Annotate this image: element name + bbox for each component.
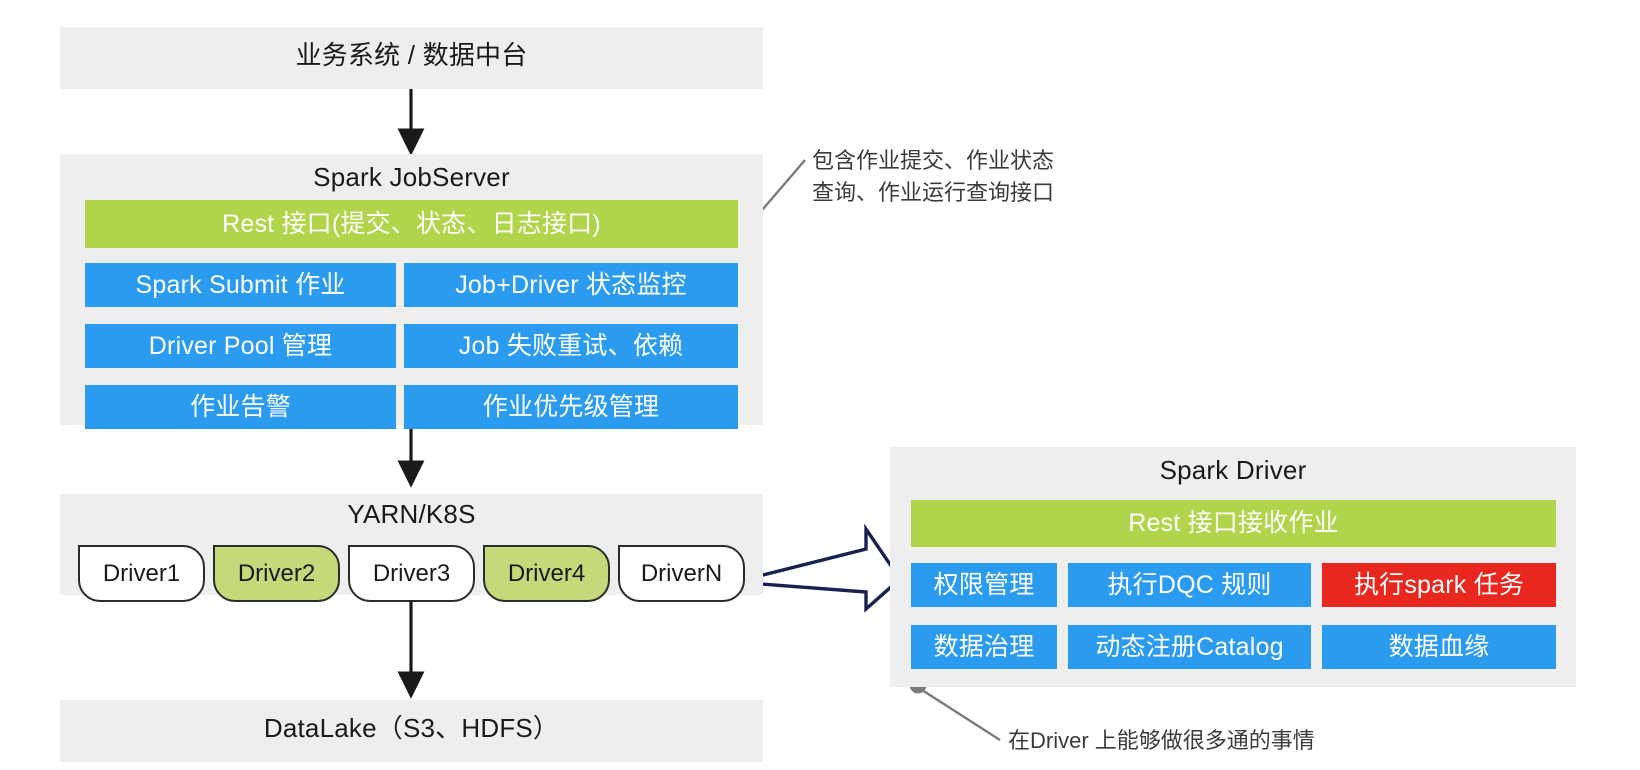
spark-driver-rest-bar[interactable]: Rest 接口接收作业 bbox=[911, 500, 1556, 547]
driver-node-label: Driver3 bbox=[372, 559, 451, 587]
spark-driver-cap-lineage[interactable]: 数据血缘 bbox=[1322, 625, 1556, 669]
driver-node-2[interactable]: Driver2 bbox=[213, 545, 340, 602]
spark-driver-title: Spark Driver bbox=[1159, 455, 1307, 485]
jobserver-feature-job-retry[interactable]: Job 失败重试、依赖 bbox=[404, 324, 738, 368]
spark-driver-cap-governance[interactable]: 数据治理 bbox=[911, 625, 1057, 669]
driver-node-label: Driver1 bbox=[102, 559, 181, 587]
driver-node-label: DriverN bbox=[640, 559, 723, 587]
driver-node-label: Driver4 bbox=[507, 559, 586, 587]
driver-node-n[interactable]: DriverN bbox=[618, 545, 745, 602]
annotation-rest-interface: 包含作业提交、作业状态 查询、作业运行查询接口 bbox=[812, 148, 1055, 205]
jobserver-feature-spark-submit[interactable]: Spark Submit 作业 bbox=[85, 263, 396, 307]
jobserver-feature-label: 作业优先级管理 bbox=[482, 392, 660, 421]
spark-driver-cap-label: 数据治理 bbox=[933, 632, 1035, 661]
spark-driver-cap-label: 动态注册Catalog bbox=[1095, 632, 1284, 661]
annotation-driver-capability: 在Driver 上能够做很多通的事情 bbox=[1008, 728, 1315, 753]
yarn-k8s-title: YARN/K8S bbox=[347, 499, 476, 529]
jobserver-feature-label: Job 失败重试、依赖 bbox=[458, 331, 684, 360]
spark-driver-cap-run-spark[interactable]: 执行spark 任务 bbox=[1322, 563, 1556, 607]
spark-driver-cap-label: 权限管理 bbox=[933, 570, 1035, 599]
panel-datalake: DataLake（S3、HDFS） bbox=[60, 700, 763, 762]
spark-driver-rest-bar-label: Rest 接口接收作业 bbox=[1128, 509, 1339, 537]
jobserver-rest-bar-label: Rest 接口(提交、状态、日志接口) bbox=[222, 209, 601, 238]
spark-driver-cap-catalog[interactable]: 动态注册Catalog bbox=[1068, 625, 1311, 669]
spark-driver-cap-label: 执行spark 任务 bbox=[1353, 570, 1525, 599]
driver-node-label: Driver2 bbox=[237, 559, 316, 587]
business-system-title: 业务系统 / 数据中台 bbox=[295, 40, 528, 70]
leader-driver-note bbox=[921, 688, 1001, 742]
jobserver-feature-job-driver-monitor[interactable]: Job+Driver 状态监控 bbox=[404, 263, 738, 307]
jobserver-feature-job-priority[interactable]: 作业优先级管理 bbox=[404, 385, 738, 429]
driver-node-1[interactable]: Driver1 bbox=[78, 545, 205, 602]
jobserver-feature-driver-pool[interactable]: Driver Pool 管理 bbox=[85, 324, 396, 368]
jobserver-feature-label: Spark Submit 作业 bbox=[135, 270, 346, 299]
panel-business-system: 业务系统 / 数据中台 bbox=[60, 27, 763, 89]
spark-driver-cap-dqc[interactable]: 执行DQC 规则 bbox=[1068, 563, 1311, 607]
spark-jobserver-title: Spark JobServer bbox=[313, 162, 510, 192]
jobserver-rest-bar[interactable]: Rest 接口(提交、状态、日志接口) bbox=[85, 200, 738, 248]
spark-driver-cap-permission[interactable]: 权限管理 bbox=[911, 563, 1057, 607]
spark-driver-cap-label: 执行DQC 规则 bbox=[1107, 570, 1272, 599]
datalake-title: DataLake（S3、HDFS） bbox=[263, 713, 560, 743]
jobserver-feature-label: 作业告警 bbox=[190, 392, 291, 421]
driver-node-4[interactable]: Driver4 bbox=[483, 545, 610, 602]
jobserver-feature-job-alert[interactable]: 作业告警 bbox=[85, 385, 396, 429]
driver-node-3[interactable]: Driver3 bbox=[348, 545, 475, 602]
jobserver-feature-label: Driver Pool 管理 bbox=[148, 331, 333, 360]
spark-driver-cap-label: 数据血缘 bbox=[1388, 632, 1490, 661]
jobserver-feature-label: Job+Driver 状态监控 bbox=[455, 270, 687, 299]
